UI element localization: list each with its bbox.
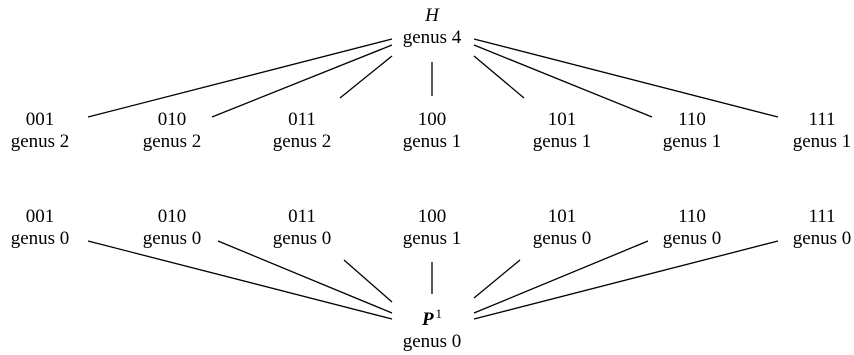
edge-bottom-101 bbox=[473, 259, 521, 299]
upper-node: 001 genus 2 bbox=[0, 109, 95, 153]
bottom-node-genus: genus 0 bbox=[402, 331, 462, 352]
bottom-node-symbol: P bbox=[421, 309, 434, 330]
lower-node: 100 genus 1 bbox=[377, 206, 487, 250]
edge-top-110 bbox=[473, 44, 653, 118]
lower-node-code: 001 bbox=[25, 206, 55, 227]
top-node-genus: genus 4 bbox=[402, 27, 462, 48]
upper-node: 011 genus 2 bbox=[247, 109, 357, 153]
upper-node-code: 011 bbox=[288, 109, 316, 130]
lower-node-genus: genus 0 bbox=[142, 228, 202, 249]
lower-node-genus: genus 0 bbox=[532, 228, 592, 249]
edge-top-111 bbox=[473, 38, 779, 118]
upper-node-code: 101 bbox=[547, 109, 577, 130]
upper-node: 110 genus 1 bbox=[637, 109, 747, 153]
lower-node: 010 genus 0 bbox=[117, 206, 227, 250]
top-node-name: H bbox=[425, 5, 439, 26]
lower-node-genus: genus 0 bbox=[662, 228, 722, 249]
lower-node-code: 110 bbox=[678, 206, 706, 227]
edge-top-010 bbox=[211, 44, 393, 118]
lower-node-genus: genus 0 bbox=[272, 228, 332, 249]
edge-bottom-010 bbox=[217, 240, 393, 314]
upper-node-genus: genus 1 bbox=[662, 131, 722, 152]
bottom-node-superscript: 1 bbox=[435, 306, 443, 321]
upper-node-code: 110 bbox=[678, 109, 706, 130]
upper-node-genus: genus 2 bbox=[272, 131, 332, 152]
lower-node: 111 genus 0 bbox=[767, 206, 854, 250]
lower-node-code: 101 bbox=[547, 206, 577, 227]
lower-node-code: 010 bbox=[157, 206, 187, 227]
upper-node-genus: genus 1 bbox=[532, 131, 592, 152]
lower-node-genus: genus 1 bbox=[402, 228, 462, 249]
edge-bottom-001 bbox=[87, 240, 393, 320]
top-node: H genus 4 bbox=[377, 5, 487, 49]
upper-node: 100 genus 1 bbox=[377, 109, 487, 153]
upper-node: 101 genus 1 bbox=[507, 109, 617, 153]
lower-node: 110 genus 0 bbox=[637, 206, 747, 250]
upper-node-code: 001 bbox=[25, 109, 55, 130]
upper-node-genus: genus 1 bbox=[402, 131, 462, 152]
upper-node: 111 genus 1 bbox=[767, 109, 854, 153]
edge-bottom-011 bbox=[343, 259, 393, 303]
upper-node-genus: genus 1 bbox=[792, 131, 852, 152]
upper-node-genus: genus 2 bbox=[10, 131, 70, 152]
upper-node-code: 010 bbox=[157, 109, 187, 130]
lower-node-genus: genus 0 bbox=[10, 228, 70, 249]
lower-node-code: 111 bbox=[808, 206, 836, 227]
edge-bottom-111 bbox=[473, 240, 779, 320]
upper-node: 010 genus 2 bbox=[117, 109, 227, 153]
upper-node-code: 111 bbox=[808, 109, 836, 130]
upper-node-genus: genus 2 bbox=[142, 131, 202, 152]
lower-node-code: 011 bbox=[288, 206, 316, 227]
lower-node: 011 genus 0 bbox=[247, 206, 357, 250]
edge-bottom-110 bbox=[473, 240, 649, 314]
edge-top-011 bbox=[339, 55, 393, 99]
edge-top-001 bbox=[87, 38, 393, 118]
lower-node-code: 100 bbox=[417, 206, 447, 227]
edge-top-101 bbox=[473, 55, 525, 99]
lower-node: 001 genus 0 bbox=[0, 206, 95, 250]
upper-node-code: 100 bbox=[417, 109, 447, 130]
lower-node-genus: genus 0 bbox=[792, 228, 852, 249]
lower-node: 101 genus 0 bbox=[507, 206, 617, 250]
